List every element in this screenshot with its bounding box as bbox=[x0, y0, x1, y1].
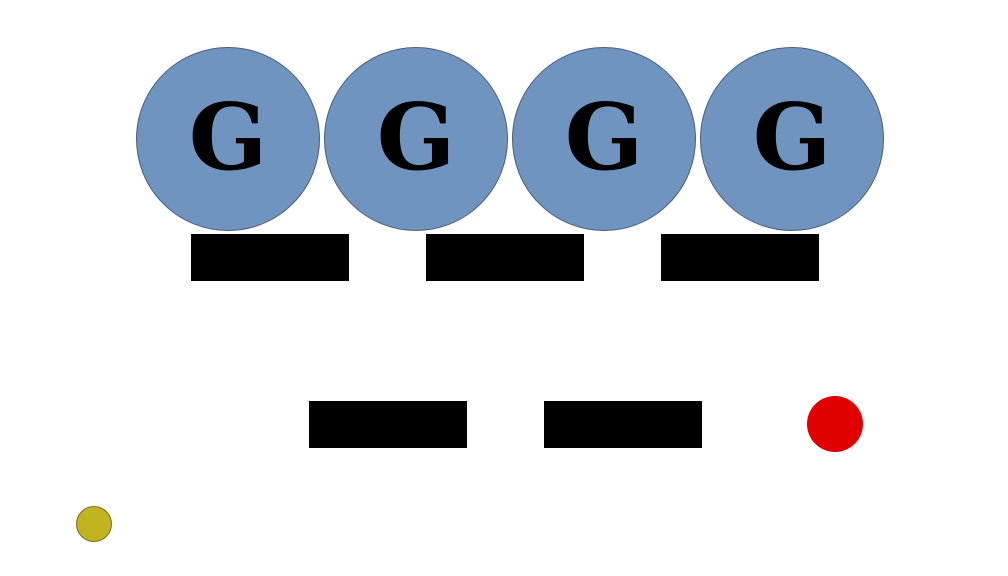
g-circle-3[interactable]: G bbox=[512, 47, 696, 231]
g-circle-label: G bbox=[564, 83, 644, 191]
platform-lower-2 bbox=[544, 401, 702, 448]
platform-upper-2 bbox=[426, 234, 584, 281]
red-ball[interactable] bbox=[807, 396, 863, 452]
platform-lower-1 bbox=[309, 401, 467, 448]
platform-upper-3 bbox=[661, 234, 819, 281]
g-circle-label: G bbox=[376, 83, 456, 191]
g-circle-2[interactable]: G bbox=[324, 47, 508, 231]
g-circle-label: G bbox=[188, 83, 268, 191]
platform-upper-1 bbox=[191, 234, 349, 281]
g-circle-4[interactable]: G bbox=[700, 47, 884, 231]
yellow-ball[interactable] bbox=[76, 506, 112, 542]
g-circle-label: G bbox=[752, 83, 832, 191]
g-circle-1[interactable]: G bbox=[136, 47, 320, 231]
